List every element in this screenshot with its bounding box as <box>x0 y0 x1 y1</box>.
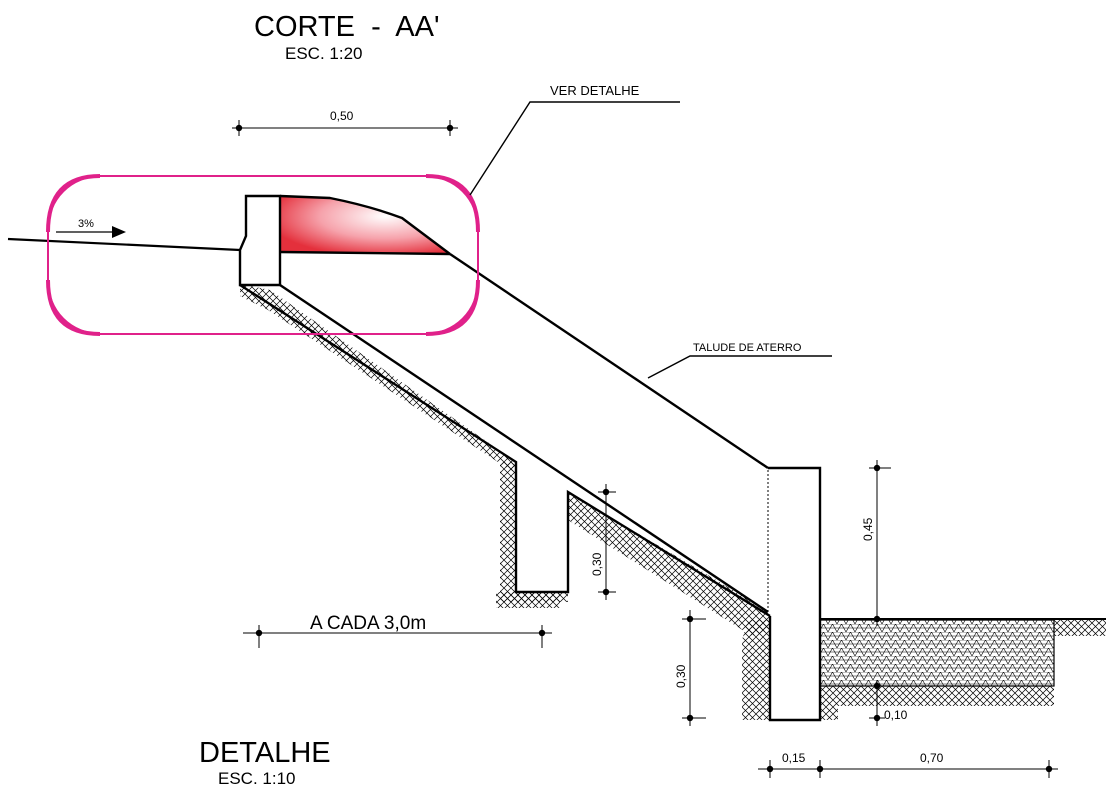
detail-title: DETALHE <box>199 737 331 769</box>
section-scale: ESC. 1:20 <box>285 44 363 63</box>
callout-talude: TALUDE DE ATERRO <box>647 342 832 379</box>
slab-lower-line <box>279 284 769 613</box>
slope-label: 3% <box>78 218 94 230</box>
riser-height-label: 0,45 <box>861 517 875 541</box>
top-width-label: 0,50 <box>330 109 354 123</box>
detail-highlight <box>46 174 480 336</box>
spacing-label: A CADA 3,0m <box>310 613 426 634</box>
crest-fill <box>280 196 450 254</box>
dimension-spacing: A CADA 3,0m <box>243 613 552 648</box>
ground-line <box>7 237 241 252</box>
dimension-base-thickness: 0,10 <box>869 680 908 726</box>
dimension-end-depth: 0,30 <box>674 610 706 726</box>
ver-detalhe-label: VER DETALHE <box>550 83 640 98</box>
base-thickness-label: 0,10 <box>884 708 908 722</box>
curb-block <box>238 194 282 287</box>
tooth-depth-label: 0,30 <box>590 552 604 576</box>
dimension-top-width: 0,50 <box>232 109 458 136</box>
drainage-structure <box>7 194 1106 722</box>
dimension-riser-height: 0,45 <box>861 460 891 626</box>
end-block <box>768 466 822 722</box>
section-title: CORTE - AA' <box>254 11 439 43</box>
slab-upper-line <box>449 253 769 469</box>
apron-length-label: 0,70 <box>920 751 944 765</box>
slab-underside <box>239 283 771 618</box>
dimension-bottom: 0,15 0,70 <box>758 751 1058 778</box>
slope-arrow: 3% <box>56 218 126 238</box>
dimension-tooth-depth: 0,30 <box>590 484 616 600</box>
talude-label: TALUDE DE ATERRO <box>693 342 802 354</box>
wall-thickness-label: 0,15 <box>782 751 806 765</box>
detail-scale: ESC. 1:10 <box>218 769 296 785</box>
callout-ver-detalhe: VER DETALHE <box>469 83 680 196</box>
end-depth-label: 0,30 <box>674 664 688 688</box>
soil-hatching <box>240 284 1106 720</box>
